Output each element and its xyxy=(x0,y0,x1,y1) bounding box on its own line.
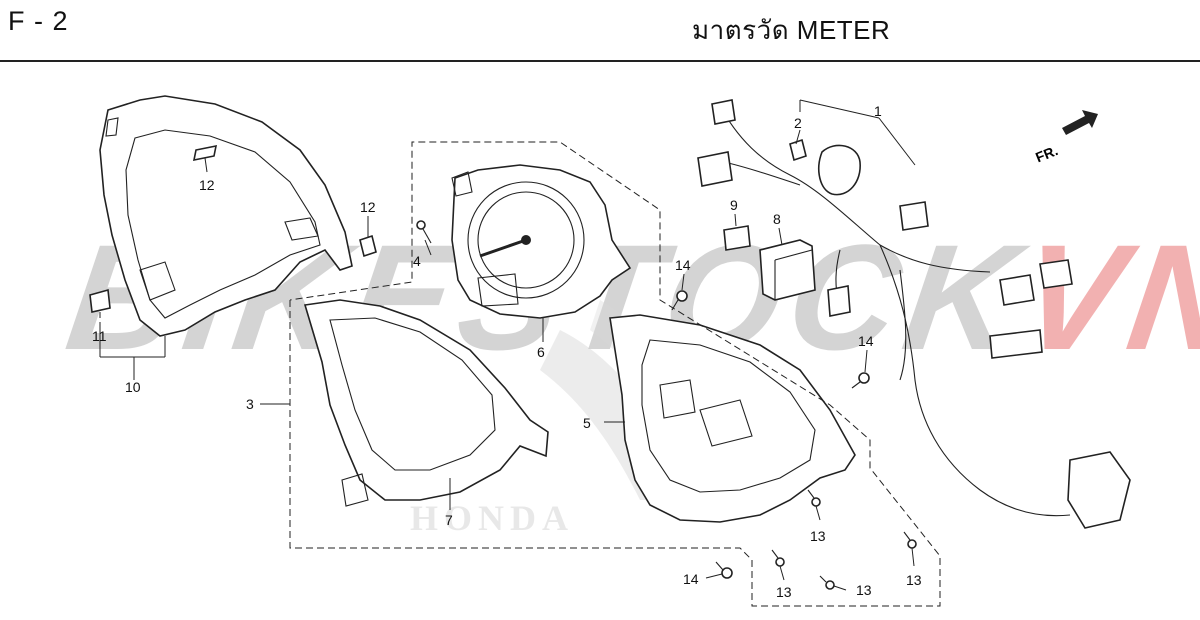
emblem-on-cover xyxy=(192,144,218,162)
callout-14-bottom: 14 xyxy=(683,571,699,587)
header-divider xyxy=(0,60,1200,62)
screw-part-13-bottom xyxy=(819,575,835,590)
callout-13-right: 13 xyxy=(906,572,922,588)
meter-case xyxy=(303,299,549,507)
page-title: มาตรวัด METER xyxy=(692,15,891,45)
honda-wordmark: HONDA xyxy=(410,498,574,538)
callout-13-mid: 13 xyxy=(810,528,826,544)
callout-12-clip: 12 xyxy=(360,199,376,215)
page-header: F - 2 มาตรวัด METER xyxy=(0,0,1200,62)
callout-10: 10 xyxy=(125,379,141,395)
resistor-part-9 xyxy=(723,225,751,251)
callout-14-right: 14 xyxy=(858,333,874,349)
screw-part-13-left xyxy=(771,549,785,567)
clip-part-12 xyxy=(359,234,377,258)
meter-housing xyxy=(609,314,856,523)
callout-11: 11 xyxy=(92,328,107,344)
callout-8: 8 xyxy=(773,211,781,227)
relay-part-8 xyxy=(759,239,816,301)
screw-part-14-right xyxy=(851,372,870,389)
wire-harness xyxy=(697,99,1131,529)
front-label: FR. xyxy=(1033,142,1060,165)
meter-outer-cover xyxy=(99,95,353,337)
callout-4: 4 xyxy=(413,253,421,269)
callout-12-cover: 12 xyxy=(199,177,215,193)
callout-6: 6 xyxy=(537,344,545,360)
clip-part-2 xyxy=(789,138,807,162)
exploded-parts-diagram: HONDA FR. xyxy=(89,95,1131,607)
screw-part-14-bottom xyxy=(715,561,733,579)
front-arrow-icon xyxy=(1062,110,1098,135)
assembly-outline-part-3 xyxy=(289,141,941,607)
screw-part-13-right xyxy=(903,531,917,549)
callout-14-top: 14 xyxy=(675,257,691,273)
screw-part-4 xyxy=(416,220,432,244)
callout-5: 5 xyxy=(583,415,591,431)
page-code: F - 2 xyxy=(8,6,69,36)
emblem-part-11 xyxy=(89,288,111,313)
callout-7: 7 xyxy=(445,512,453,528)
callout-1: 1 xyxy=(874,103,882,119)
callout-2: 2 xyxy=(794,115,802,131)
screw-part-13-mid xyxy=(807,489,821,507)
screw-part-14-top xyxy=(671,290,688,311)
front-direction-marker: FR. xyxy=(1033,110,1098,165)
callout-9: 9 xyxy=(730,197,738,213)
callout-13-bottom: 13 xyxy=(856,582,872,598)
speedometer-unit xyxy=(451,164,632,319)
callout-3: 3 xyxy=(246,396,254,412)
callout-13-left: 13 xyxy=(776,584,792,600)
leader-lines xyxy=(99,99,916,591)
